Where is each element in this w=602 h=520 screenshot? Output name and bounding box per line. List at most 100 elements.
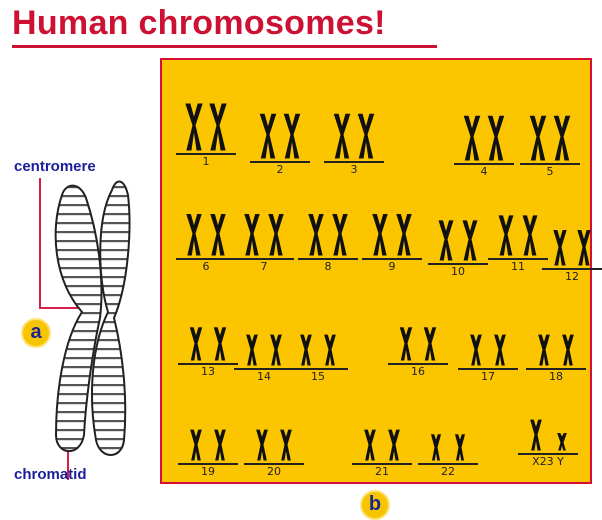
pair-baseline <box>520 163 580 165</box>
chromatid-right <box>91 180 131 456</box>
pair-number-label: 4 <box>480 165 488 178</box>
pair-baseline <box>178 363 238 365</box>
pair-number-label: 20 <box>267 465 281 478</box>
pair-number-label: 16 <box>411 365 425 378</box>
pair-baseline <box>288 368 348 370</box>
pair-baseline <box>176 258 236 260</box>
chromosome-pair-21: 21 <box>352 410 412 482</box>
pair-baseline <box>458 368 518 370</box>
chromosome-pair-2-glyph <box>259 113 301 159</box>
pair-baseline <box>234 258 294 260</box>
centromere-label: centromere <box>14 158 96 175</box>
pair-number-label: 3 <box>350 163 358 176</box>
pair-baseline <box>488 258 548 260</box>
chromosome-pair-3-glyph <box>333 113 375 159</box>
pair-number-label: X23 Y <box>532 455 564 468</box>
chromosome-pair-5-glyph <box>529 115 571 161</box>
chromosome-pair-18-glyph <box>538 334 574 366</box>
chromosome-pair-1-glyph <box>185 103 227 151</box>
chromatid-left <box>54 184 103 453</box>
chromosome-pair-20-glyph <box>256 429 292 461</box>
pair-baseline <box>362 258 422 260</box>
pair-baseline <box>298 258 358 260</box>
pair-baseline <box>526 368 586 370</box>
pair-number-label: 7 <box>260 260 268 273</box>
chromosome-pair-11: 11 <box>488 205 548 277</box>
chromosome-pair-2: 2 <box>250 108 310 180</box>
chromosome-pair-7: 7 <box>234 205 294 277</box>
chromosome-pair-21-glyph <box>364 429 400 461</box>
chromosome-pair-18: 18 <box>526 315 586 387</box>
chromosome-pair-8-glyph <box>308 214 348 256</box>
pair-number-label: 22 <box>441 465 455 478</box>
chromosome-pair-20: 20 <box>244 410 304 482</box>
pair-baseline <box>244 463 304 465</box>
pair-baseline <box>178 463 238 465</box>
pair-number-label: 8 <box>324 260 332 273</box>
chromosome-pair-sex: X23 Y <box>518 400 578 472</box>
chromosome-pair-22-glyph <box>430 434 466 461</box>
pair-baseline <box>234 368 294 370</box>
chromosome-pair-22: 22 <box>418 410 478 482</box>
chromosome-pair-6: 6 <box>176 205 236 277</box>
chromosome-pair-8: 8 <box>298 205 358 277</box>
chromosome-pair-3: 3 <box>324 108 384 180</box>
pair-number-label: 19 <box>201 465 215 478</box>
chromosome-pair-13: 13 <box>178 310 238 382</box>
pair-baseline <box>352 463 412 465</box>
pair-number-label: 9 <box>388 260 396 273</box>
chromosome-pair-1: 1 <box>176 100 236 172</box>
chromosome-pair-4-glyph <box>463 115 505 161</box>
chromosome-pair-11-glyph <box>498 215 538 256</box>
pair-number-label: 18 <box>549 370 563 383</box>
chromosome-pair-17-glyph <box>470 334 506 366</box>
pair-baseline <box>454 163 514 165</box>
pair-baseline <box>418 463 478 465</box>
pair-number-label: 17 <box>481 370 495 383</box>
pair-number-label: 21 <box>375 465 389 478</box>
chromosome-pair-12-glyph <box>553 230 591 266</box>
chromosome-pair-13-glyph <box>189 327 227 361</box>
chromosome-pair-16: 16 <box>388 310 448 382</box>
chromosome-pair-15: 15 <box>288 315 348 387</box>
chromosome-pair-16-glyph <box>399 327 437 361</box>
chromosome-pair-19: 19 <box>178 410 238 482</box>
chromatid-label: chromatid <box>14 466 87 483</box>
chromosome-pair-9-glyph <box>372 214 412 256</box>
pair-number-label: 11 <box>511 260 525 273</box>
chromosome-pair-10-glyph <box>438 220 478 261</box>
chromosome-pair-9: 9 <box>362 205 422 277</box>
pair-number-label: 2 <box>276 163 284 176</box>
pair-number-label: 15 <box>311 370 325 383</box>
pair-number-label: 14 <box>257 370 271 383</box>
chromosome-pair-17: 17 <box>458 315 518 387</box>
chromosome-pair-6-glyph <box>186 214 226 256</box>
pair-number-label: 12 <box>565 270 579 283</box>
chromosome-pair-5: 5 <box>520 110 580 182</box>
chromosome-pair-4: 4 <box>454 110 514 182</box>
chromosome-pair-14: 14 <box>234 315 294 387</box>
centromere-pointer <box>39 178 88 309</box>
pair-baseline <box>250 161 310 163</box>
pair-baseline <box>176 153 236 155</box>
pair-baseline <box>518 453 578 455</box>
chromosome-pair-7-glyph <box>244 214 284 256</box>
chromosome-pair-19-glyph <box>190 429 226 461</box>
chromosome-pair-12: 12 <box>542 215 602 287</box>
pair-number-label: 6 <box>202 260 210 273</box>
pair-number-label: 13 <box>201 365 215 378</box>
pair-number-label: 10 <box>451 265 465 278</box>
pair-baseline <box>542 268 602 270</box>
chromosome-pair-10: 10 <box>428 210 488 282</box>
pair-baseline <box>388 363 448 365</box>
pair-baseline <box>428 263 488 265</box>
page-title: Human chromosomes! <box>12 4 386 42</box>
chromosome-pair-15-glyph <box>300 334 336 366</box>
badge-a: a <box>21 318 51 348</box>
badge-b: b <box>360 490 390 520</box>
chromosome-pair-14-glyph <box>246 334 282 366</box>
chromosome-pair-sex-glyph <box>530 419 567 451</box>
pair-number-label: 1 <box>202 155 210 168</box>
title-underline <box>12 45 437 48</box>
